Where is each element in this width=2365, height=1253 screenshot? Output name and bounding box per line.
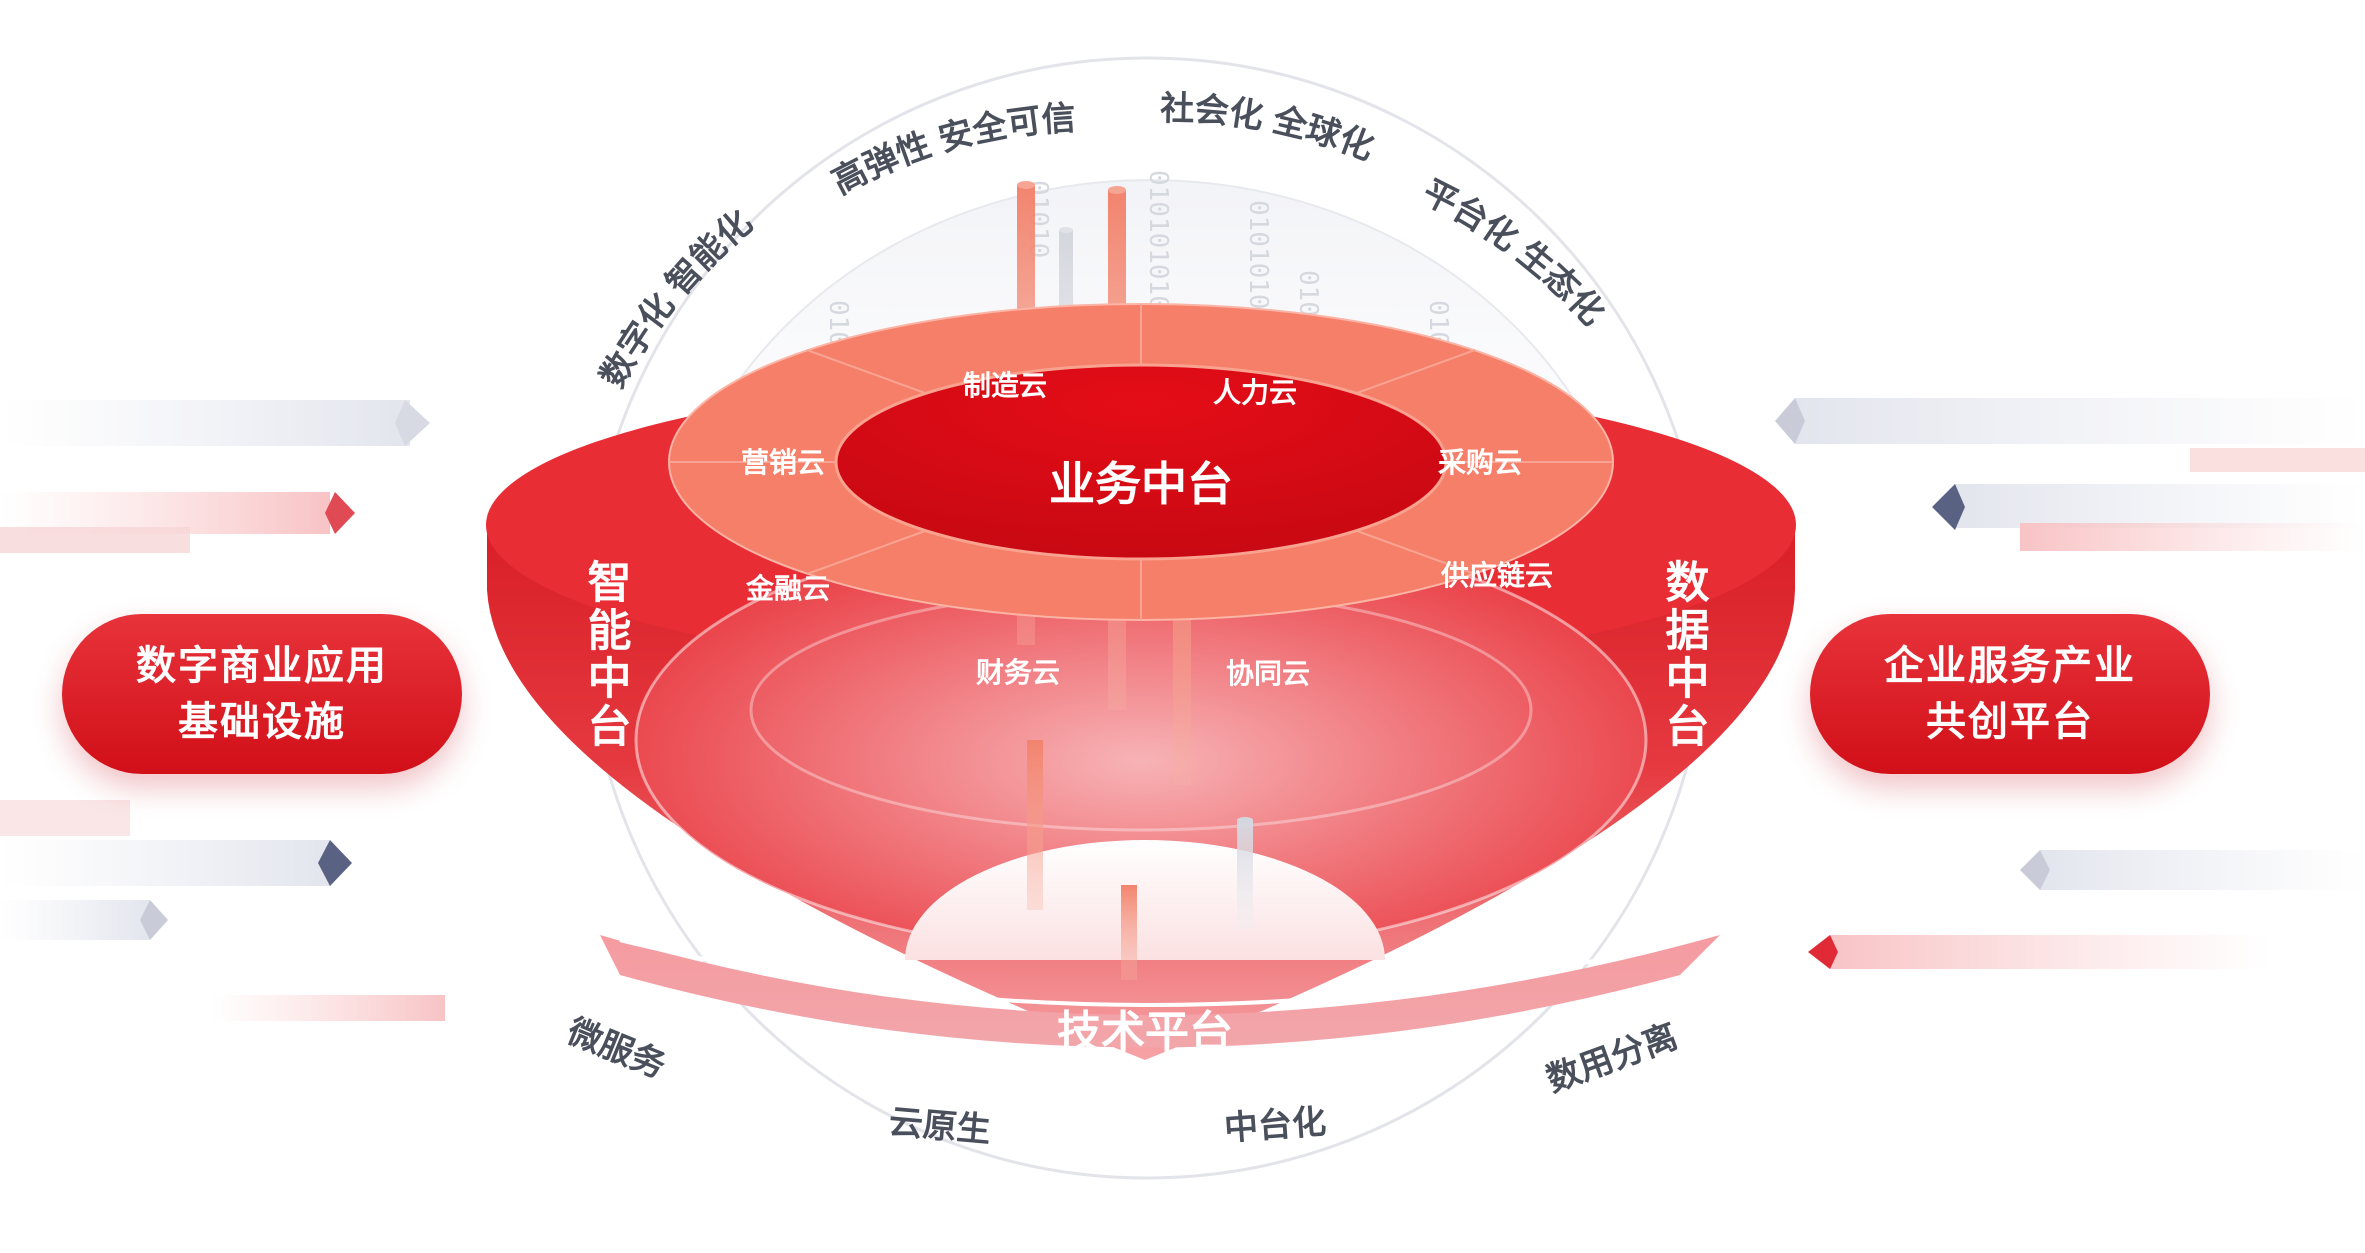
binary-text-3: 0101010101	[1143, 170, 1173, 327]
business-ring	[668, 303, 1614, 621]
ring-item-fintech: 金融云	[745, 572, 830, 604]
right-pill-line2: 共创平台	[1926, 699, 2094, 745]
keyword-cloud-native: 云原生	[887, 1103, 992, 1150]
left-pill-digital-infrastructure: 数字商业应用 基础设施	[62, 614, 462, 774]
ring-item-procurement: 采购云	[1438, 446, 1522, 478]
right-decorative-bars	[1775, 398, 2365, 969]
left-pill-line1: 数字商业应用	[136, 643, 388, 689]
left-decorative-bars	[0, 400, 445, 1021]
keyword-middle-platform: 中台化	[1223, 1103, 1327, 1148]
center-platform	[905, 840, 1385, 960]
left-pill-line2: 基础设施	[178, 699, 346, 745]
right-pill-co-creation-platform: 企业服务产业 共创平台	[1810, 614, 2210, 774]
keyword-digital-intelligent: 数字化 智能化	[594, 203, 760, 394]
data-platform-label: 数据中台	[1659, 559, 1710, 751]
tech-platform-label: 技术平台	[1057, 1008, 1233, 1057]
keyword-social-global: 社会化 全球化	[1160, 90, 1379, 168]
ai-platform-label: 智能中台	[581, 559, 632, 751]
binary-text-4: 01010101	[1243, 200, 1273, 325]
tech-platform-band	[600, 935, 1720, 1048]
keyword-microservice: 微服务	[561, 1012, 671, 1086]
center-title: 业务中台	[1049, 458, 1233, 510]
ring-item-supply-chain: 供应链云	[1440, 559, 1553, 591]
ring-item-finance: 财务云	[976, 657, 1060, 688]
right-pill-line1: 企业服务产业	[1884, 643, 2136, 689]
ring-item-collaboration: 协同云	[1226, 658, 1310, 689]
tech-band-edge	[619, 938, 1691, 1007]
keyword-data-separation: 数用分离	[1541, 1016, 1682, 1099]
ring-item-hr: 人力云	[1213, 377, 1297, 408]
ring-item-manufacturing: 制造云	[963, 370, 1047, 401]
ring-item-marketing: 营销云	[741, 447, 825, 478]
